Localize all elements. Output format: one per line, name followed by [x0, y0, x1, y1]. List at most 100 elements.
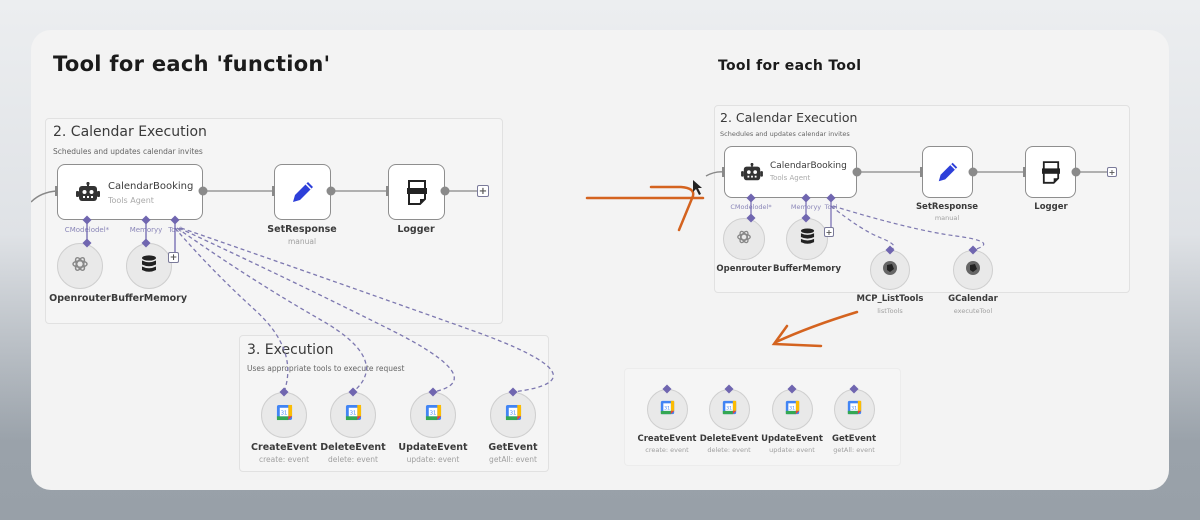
left-tool-getevent-node[interactable]: 31: [490, 392, 536, 438]
annotation-arrow-left-head: [771, 324, 823, 348]
left-tool-deleteevent-label: DeleteEvent: [320, 442, 386, 453]
left-exec-title: 3. Execution: [247, 342, 334, 358]
left-add-node-button[interactable]: +: [477, 185, 489, 197]
left-tool-createevent-node[interactable]: 31: [261, 392, 307, 438]
log-file-icon: [407, 179, 427, 210]
right-mcp-listtools-label: MCP_ListTools: [856, 294, 924, 304]
svg-text:31: 31: [280, 411, 287, 417]
output-port-dot[interactable]: [852, 167, 862, 177]
right-gcalendar-node[interactable]: [953, 250, 993, 290]
output-port-dot[interactable]: [326, 186, 336, 196]
port-markers: [55, 167, 1081, 397]
input-port[interactable]: [920, 167, 923, 177]
right-add-node-button[interactable]: +: [1107, 167, 1117, 177]
input-port[interactable]: [386, 186, 389, 196]
port-diamond[interactable]: [746, 213, 756, 223]
right-group-title: 2. Calendar Execution: [720, 110, 858, 125]
input-port[interactable]: [722, 167, 725, 177]
right-incoming-connection: [705, 171, 725, 177]
right-tool-updateevent-label: UpdateEvent: [761, 434, 823, 444]
right-mcp-listtools-sub: listTools: [877, 307, 903, 315]
left-tool-link-create: [174, 227, 289, 393]
left-tool-getevent-label: GetEvent: [488, 442, 538, 453]
google-calendar-icon: 31: [660, 400, 675, 420]
database-icon: [800, 228, 815, 250]
left-agent-type: Tools Agent: [108, 196, 154, 205]
input-port[interactable]: [1023, 167, 1026, 177]
port-diamond[interactable]: [787, 384, 797, 394]
slide-canvas: Tool for each 'function' 2. Calendar Exe…: [31, 30, 1169, 490]
left-tool-updateevent-node[interactable]: 31: [410, 392, 456, 438]
left-tool-link-get: [180, 227, 554, 393]
right-logger-node[interactable]: [1025, 146, 1076, 198]
right-gcalendar-sub: executeTool: [953, 307, 993, 315]
right-tool-link-gcal: [832, 205, 985, 251]
left-setresponse-sub: manual: [287, 237, 317, 246]
port-diamond[interactable]: [348, 387, 358, 397]
port-diamond[interactable]: [724, 384, 734, 394]
right-mcp-listtools-node[interactable]: [870, 250, 910, 290]
right-agent-node[interactable]: CalendarBooking Tools Agent: [724, 146, 857, 198]
right-openrouter-node[interactable]: [723, 218, 765, 260]
google-calendar-icon: 31: [276, 404, 293, 426]
right-heading: Tool for each Tool: [718, 58, 862, 74]
left-agent-node[interactable]: CalendarBooking Tools Agent: [57, 164, 203, 220]
left-setresponse-label: SetResponse: [267, 224, 337, 235]
right-setresponse-node[interactable]: [922, 146, 973, 198]
left-tool-link-update: [178, 227, 455, 393]
input-port[interactable]: [55, 186, 58, 196]
input-port[interactable]: [272, 186, 275, 196]
right-gcalendar-label: GCalendar: [948, 294, 998, 304]
google-calendar-icon: 31: [425, 404, 442, 426]
mcp-icon: [965, 260, 981, 281]
left-openrouter-label: Openrouter: [49, 293, 111, 304]
right-add-tool-button[interactable]: +: [824, 227, 834, 237]
left-tool-deleteevent-node[interactable]: 31: [330, 392, 376, 438]
left-add-tool-button[interactable]: +: [168, 252, 179, 263]
port-diamond[interactable]: [428, 387, 438, 397]
output-port-dot[interactable]: [968, 167, 978, 177]
left-tool-getevent-sub: getAll: event: [489, 455, 537, 464]
port-diamond[interactable]: [82, 238, 92, 248]
port-diamond[interactable]: [170, 215, 180, 225]
port-diamond[interactable]: [849, 384, 859, 394]
right-tool-createevent-sub: create: event: [645, 446, 689, 454]
left-openrouter-node[interactable]: [57, 243, 103, 289]
port-diamond[interactable]: [968, 245, 978, 255]
output-port-dot[interactable]: [198, 186, 208, 196]
left-incoming-connection: [31, 190, 58, 203]
output-port-dot[interactable]: [1071, 167, 1081, 177]
port-diamond[interactable]: [801, 213, 811, 223]
port-diamond[interactable]: [662, 384, 672, 394]
left-group-subtitle: Schedules and updates calendar invites: [53, 147, 203, 156]
svg-text:31: 31: [349, 411, 356, 417]
right-tool-updateevent-node[interactable]: 31: [772, 389, 813, 430]
port-diamond[interactable]: [141, 215, 151, 225]
left-logger-node[interactable]: [388, 164, 445, 220]
right-connections: [705, 171, 1107, 251]
left-heading: Tool for each 'function': [53, 52, 331, 76]
port-diamond[interactable]: [826, 193, 836, 203]
google-calendar-icon: 31: [505, 404, 522, 426]
port-diamond[interactable]: [279, 387, 289, 397]
port-diamond[interactable]: [801, 193, 811, 203]
port-diamond[interactable]: [82, 215, 92, 225]
output-port-dot[interactable]: [440, 186, 450, 196]
port-diamond[interactable]: [141, 238, 151, 248]
log-file-icon: [1042, 160, 1060, 189]
mcp-icon: [882, 260, 898, 281]
right-setresponse-sub: manual: [934, 214, 960, 222]
right-tool-createevent-node[interactable]: 31: [647, 389, 688, 430]
port-diamond[interactable]: [746, 193, 756, 203]
right-tool-getevent-label: GetEvent: [831, 434, 877, 444]
right-tool-getevent-node[interactable]: 31: [834, 389, 875, 430]
left-setresponse-node[interactable]: [274, 164, 331, 220]
left-connections: [31, 190, 554, 393]
port-diamond[interactable]: [508, 387, 518, 397]
right-tool-updateevent-sub: update: event: [769, 446, 815, 454]
left-tool-createevent-sub: create: event: [258, 455, 310, 464]
robot-icon: [76, 181, 100, 209]
right-tool-createevent-label: CreateEvent: [637, 434, 697, 444]
right-tool-deleteevent-node[interactable]: 31: [709, 389, 750, 430]
port-diamond[interactable]: [885, 245, 895, 255]
